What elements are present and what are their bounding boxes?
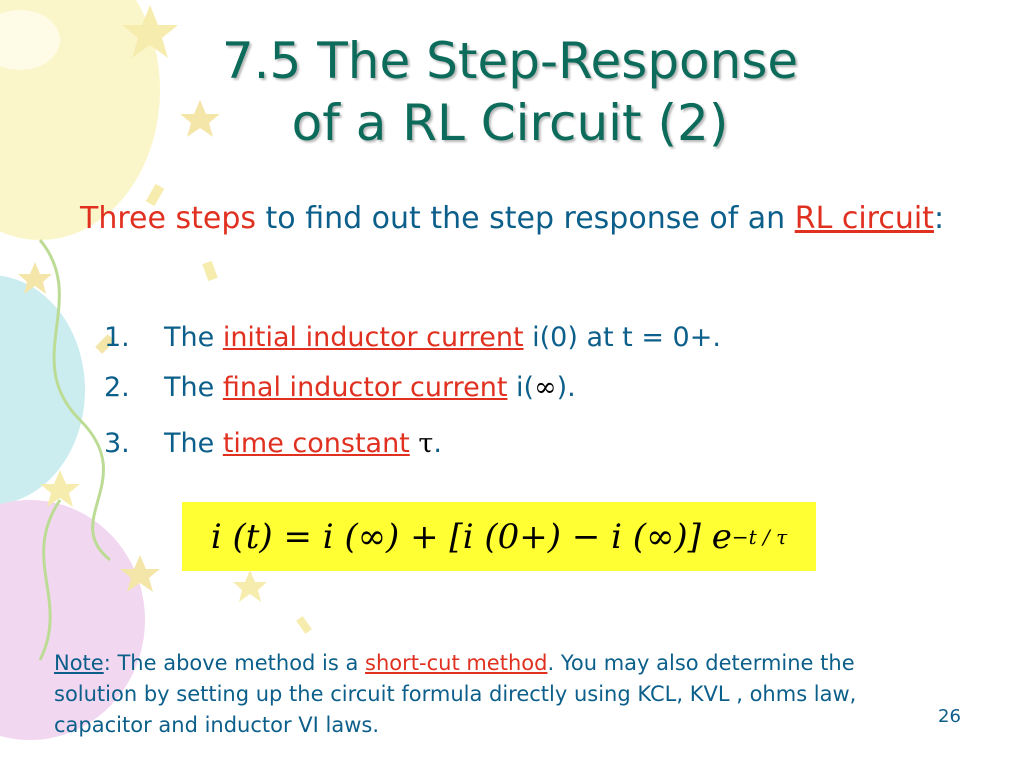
list-item: 3. The time constant τ. [104, 424, 442, 464]
note-label: Note [54, 651, 104, 675]
formula-exponent: −t / τ [731, 524, 788, 549]
step-number: 1. [104, 322, 130, 353]
initial-inductor-current-link[interactable]: initial inductor current [222, 322, 524, 353]
final-inductor-current-link[interactable]: final inductor current [222, 372, 508, 403]
confetti-star [120, 555, 160, 592]
confetti-star [122, 5, 178, 58]
note-text-1: : The above method is a [103, 651, 366, 675]
step-lead: The [164, 322, 223, 353]
note-text-2: . You may also determine the solution by… [54, 651, 857, 737]
list-item: 1. The initial inductor current i(0) at t… [104, 318, 721, 358]
intro-paragraph: Three steps to find out the step respons… [80, 196, 960, 242]
step-tail-post: . [433, 428, 442, 459]
short-cut-method-link[interactable]: short-cut method [365, 651, 548, 675]
confetti-piece [296, 616, 312, 634]
formula-main: i (t) = i (∞) + [i (0+) − i (∞)] e [210, 516, 732, 557]
step-tail-pre: i( [507, 372, 535, 403]
intro-text-1: to find out the step response of an [256, 201, 795, 236]
step-tail-post: ). [556, 372, 576, 403]
confetti-star [18, 262, 52, 294]
infinity-symbol: ∞ [534, 372, 557, 403]
step-number: 2. [104, 372, 130, 403]
rl-circuit-link[interactable]: RL circuit [794, 201, 934, 236]
step-tail: i(0) at t = 0+. [523, 322, 721, 353]
step-lead: The [164, 428, 223, 459]
slide-title-line-2: of a RL Circuit (2) [291, 94, 729, 152]
tau-symbol: τ [409, 428, 434, 459]
step-number: 3. [104, 428, 130, 459]
confetti-star [233, 570, 267, 602]
confetti-piece [202, 260, 218, 282]
step-lead: The [164, 372, 223, 403]
teal-balloon [0, 275, 85, 505]
slide-title-line-1: 7.5 The Step-Response [221, 32, 799, 90]
intro-highlight: Three steps [80, 201, 256, 236]
intro-text-2: : [933, 201, 945, 236]
step-response-formula: i (t) = i (∞) + [i (0+) − i (∞)] e−t / τ [182, 502, 816, 571]
yellow-balloon-highlight [0, 10, 60, 70]
confetti-star [40, 470, 80, 507]
slide-title: 7.5 The Step-Response of a RL Circuit (2… [110, 30, 910, 154]
note-paragraph: Note: The above method is a short-cut me… [54, 648, 894, 741]
confetti-piece [145, 183, 165, 207]
confetti-piece [95, 334, 115, 354]
balloon-string-2 [38, 499, 62, 661]
balloon-string [38, 239, 111, 562]
list-item: 2. The final inductor current i(∞). [104, 368, 576, 408]
page-number: 26 [938, 706, 961, 727]
time-constant-link[interactable]: time constant [222, 428, 410, 459]
confetti-star [180, 100, 220, 137]
